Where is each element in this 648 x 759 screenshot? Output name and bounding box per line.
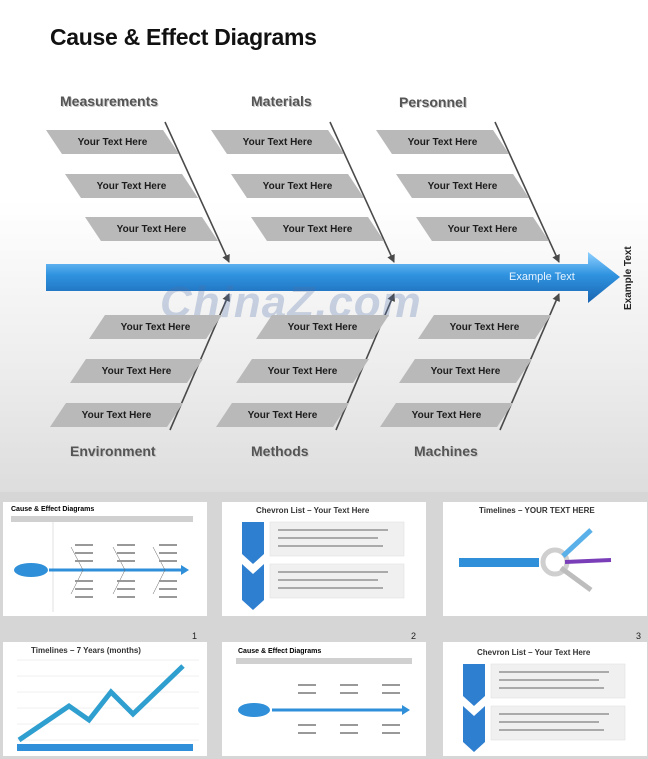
thumbnail-title: Cause & Effect Diagrams [11, 506, 95, 513]
thumbnail-preview [242, 521, 405, 610]
cause-text: Your Text Here [77, 136, 148, 148]
thumbnail-title: Timelines – 7 Years (months) [31, 646, 141, 655]
cause-box: Your Text Here [216, 403, 349, 427]
thumbnail-title: Chevron List – Your Text Here [256, 506, 370, 515]
cause-box: Your Text Here [89, 315, 222, 339]
spine-label: Example Text [509, 271, 575, 283]
thumbnail-preview [17, 659, 199, 751]
cause-box: Your Text Here [50, 403, 183, 427]
cause-text: Your Text Here [447, 223, 518, 235]
cause-text: Your Text Here [282, 223, 353, 235]
category-label: Methods [251, 443, 309, 459]
cause-text: Your Text Here [430, 365, 501, 377]
effect-label: Example Text [623, 246, 634, 310]
thumbnail[interactable]: Timelines – YOUR TEXT HERE [443, 502, 647, 616]
thumbnail-preview [236, 658, 412, 734]
thumbnail[interactable]: Timelines – 7 Years (months) [3, 642, 207, 756]
cause-box: Your Text Here [211, 130, 344, 154]
cause-box: Your Text Here [399, 359, 532, 383]
cause-box: Your Text Here [236, 359, 369, 383]
cause-text: Your Text Here [262, 180, 333, 192]
thumbnail[interactable]: Cause & Effect Diagrams [222, 642, 426, 756]
category-label: Machines [414, 443, 478, 459]
thumbnail[interactable]: Cause & Effect Diagrams [3, 502, 207, 616]
spine-arrow [46, 252, 620, 303]
bone-line [494, 121, 560, 263]
cause-text: Your Text Here [411, 409, 482, 421]
cause-box: Your Text Here [251, 217, 384, 241]
cause-text: Your Text Here [81, 409, 152, 421]
cause-text: Your Text Here [242, 136, 313, 148]
thumbnail-preview [459, 528, 612, 593]
category-label: Measurements [60, 93, 159, 109]
thumbnail-number: 2 [411, 631, 417, 641]
cause-text: Your Text Here [247, 409, 318, 421]
cause-text: Your Text Here [120, 321, 191, 333]
cause-box: Your Text Here [65, 174, 198, 198]
cause-text: Your Text Here [101, 365, 172, 377]
thumbnail-title: Chevron List – Your Text Here [477, 648, 591, 657]
cause-box: Your Text Here [46, 130, 179, 154]
thumbnail-preview [463, 663, 626, 752]
bone-line [164, 121, 230, 263]
category-label: Materials [251, 93, 312, 109]
thumbnail-title: Cause & Effect Diagrams [238, 648, 322, 655]
cause-box: Your Text Here [380, 403, 513, 427]
bone-line [329, 121, 395, 263]
cause-box: Your Text Here [396, 174, 529, 198]
cause-box: Your Text Here [418, 315, 551, 339]
cause-box: Your Text Here [416, 217, 549, 241]
category-label: Personnel [399, 94, 467, 110]
main-slide: Cause & Effect Diagrams ChinaZ.com Measu… [0, 0, 648, 500]
cause-text: Your Text Here [267, 365, 338, 377]
page-title: Cause & Effect Diagrams [50, 24, 317, 50]
thumbnail-number: 1 [192, 631, 198, 641]
cause-box: Your Text Here [256, 315, 389, 339]
thumbnail[interactable]: Chevron List – Your Text Here [222, 502, 426, 616]
thumbnail[interactable]: Chevron List – Your Text Here [443, 642, 647, 756]
cause-text: Your Text Here [96, 180, 167, 192]
cause-box: Your Text Here [376, 130, 509, 154]
cause-text: Your Text Here [407, 136, 478, 148]
thumbnail-title: Timelines – YOUR TEXT HERE [479, 506, 595, 515]
cause-box: Your Text Here [231, 174, 364, 198]
cause-box: Your Text Here [85, 217, 218, 241]
cause-text: Your Text Here [427, 180, 498, 192]
category-label: Environment [70, 443, 156, 459]
cause-text: Your Text Here [116, 223, 187, 235]
cause-text: Your Text Here [449, 321, 520, 333]
thumbnail-strip: Cause & Effect Diagrams Chevron List – Y… [0, 492, 648, 759]
cause-box: Your Text Here [70, 359, 203, 383]
cause-text: Your Text Here [287, 321, 358, 333]
thumbnail-number: 3 [636, 631, 642, 641]
thumbnail-preview [11, 516, 193, 612]
